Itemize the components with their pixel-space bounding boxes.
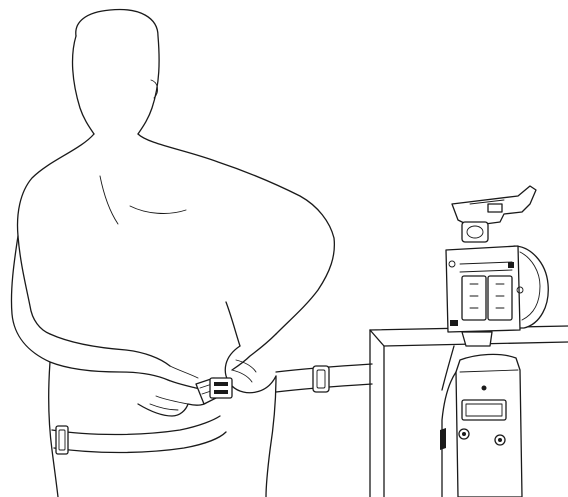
belt-clip-holder (440, 354, 522, 497)
person-left-arm (11, 236, 168, 380)
person-torso (18, 134, 94, 334)
belt (52, 364, 372, 454)
belt-clip-plate (462, 400, 506, 420)
camcorder-viewfinder (462, 222, 488, 242)
person-figure (11, 10, 334, 497)
camcorder-mount (462, 332, 492, 346)
belt-clip-body (456, 354, 522, 497)
person-right-arm (232, 334, 276, 370)
buckle-male (210, 378, 232, 398)
person-head (76, 10, 159, 134)
belt-strap (52, 416, 220, 435)
